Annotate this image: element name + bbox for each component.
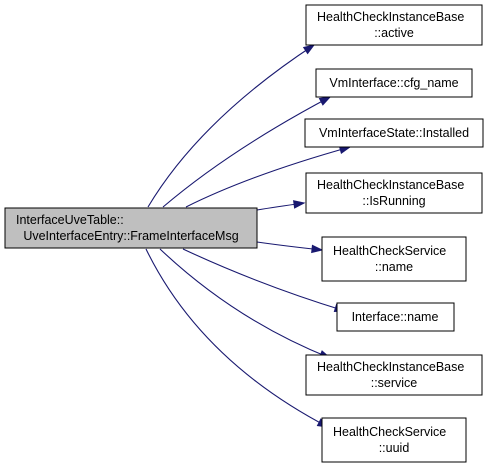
source-node-line-2: UveInterfaceEntry::FrameInterfaceMsg [23, 229, 238, 243]
target-node-healthcheckinstancebase-active[interactable]: HealthCheckInstanceBase ::active [305, 4, 483, 46]
call-edge-2 [162, 96, 331, 208]
target-node-healthcheckservice-name[interactable]: HealthCheckService ::name [321, 236, 467, 282]
arrowhead-2 [318, 96, 332, 106]
target-node-line-1: HealthCheckInstanceBase [317, 10, 464, 24]
edges [145, 44, 352, 428]
target-node-line-1: HealthCheckService [333, 425, 446, 439]
call-edge-6 [182, 248, 346, 312]
call-edge-3 [185, 146, 351, 208]
source-node[interactable]: InterfaceUveTable:: UveInterfaceEntry::F… [4, 207, 258, 249]
target-node-line-1: HealthCheckInstanceBase [317, 178, 464, 192]
target-node-box [336, 302, 455, 332]
source-node-line-1: InterfaceUveTable:: [16, 213, 124, 227]
arrowhead-5 [311, 244, 324, 254]
target-node-vminterface-cfg-name[interactable]: VmInterface::cfg_name [315, 68, 473, 98]
target-node-box [305, 4, 483, 46]
target-node-box [321, 417, 467, 463]
target-node-box [304, 118, 484, 148]
target-node-line-1: HealthCheckInstanceBase [317, 360, 464, 374]
target-node-healthcheckservice-uuid[interactable]: HealthCheckService ::uuid [321, 417, 467, 463]
target-node-box [315, 68, 473, 98]
target-node-box [305, 354, 483, 396]
target-node-line-1: VmInterface::cfg_name [329, 76, 458, 90]
target-node-line-1: VmInterfaceState::Installed [319, 126, 469, 140]
target-node-box [305, 172, 483, 214]
target-node-line-2: ::IsRunning [362, 194, 425, 208]
target-node-line-2: ::service [371, 376, 418, 390]
arrowhead-1 [302, 44, 316, 55]
target-node-line-1: HealthCheckService [333, 244, 446, 258]
target-node-line-2: ::name [375, 260, 413, 274]
target-node-line-1: Interface::name [352, 310, 439, 324]
call-edge-8 [145, 248, 329, 428]
target-node-line-2: ::uuid [379, 441, 410, 455]
target-node-box [321, 236, 467, 282]
target-node-vminterfacestate-installed[interactable]: VmInterfaceState::Installed [304, 118, 484, 148]
source-node-box [4, 207, 258, 249]
arrowhead-4 [293, 200, 306, 209]
call-edge-1 [147, 44, 315, 208]
target-node-healthcheckinstancebase-service[interactable]: HealthCheckInstanceBase ::service [305, 354, 483, 396]
target-node-line-2: ::active [374, 26, 414, 40]
call-edge-7 [159, 248, 331, 359]
target-node-healthcheckinstancebase-isrunning[interactable]: HealthCheckInstanceBase ::IsRunning [305, 172, 483, 214]
target-node-interface-name[interactable]: Interface::name [336, 302, 455, 332]
